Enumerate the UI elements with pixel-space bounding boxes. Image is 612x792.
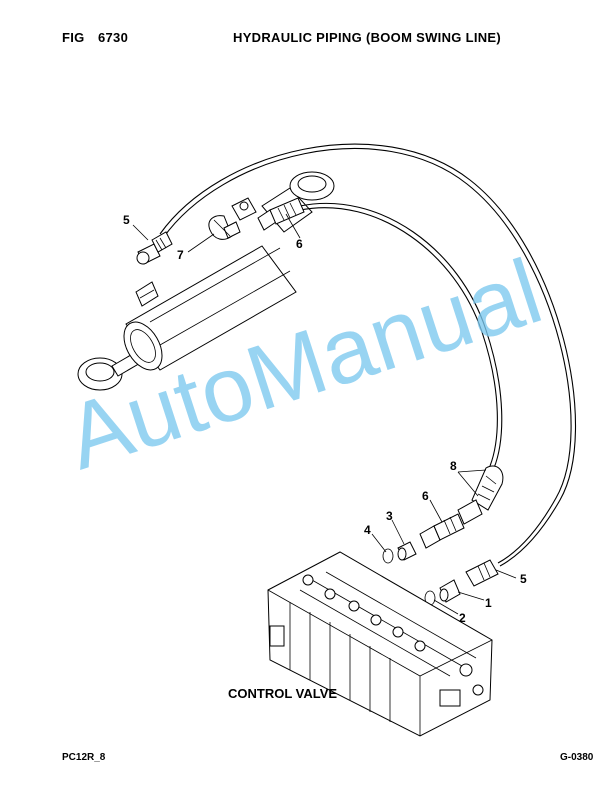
hydraulic-hoses [159,143,577,567]
elbow-7 [208,215,241,240]
control-valve [267,551,493,737]
callout-4: 4 [364,523,371,537]
callout-5-right: 5 [520,572,527,586]
model-code: PC12R_8 [62,752,106,763]
callout-6-top: 6 [296,237,303,251]
elbow-8 [457,465,504,525]
leader-lines [132,213,517,615]
control-valve-label: CONTROL VALVE [228,686,337,701]
page-code: G-0380 [560,752,594,763]
o-ring-4 [382,548,394,564]
callout-5-top: 5 [123,213,130,227]
callout-8: 8 [450,459,457,473]
fitting-5-top [136,231,173,265]
figure-label: FIG [62,30,85,45]
callout-1: 1 [485,596,492,610]
adapter-1 [439,579,461,603]
fitting-5-right [465,559,499,587]
adapter-3 [397,541,417,561]
figure-number: 6730 [98,30,129,45]
callout-7: 7 [177,248,184,262]
callout-6-mid: 6 [422,489,429,503]
page-title: HYDRAULIC PIPING (BOOM SWING LINE) [233,30,502,45]
callout-3: 3 [386,509,393,523]
callout-2: 2 [459,611,466,625]
fitting-6-mid [419,513,465,549]
fitting-6-top [257,197,305,231]
